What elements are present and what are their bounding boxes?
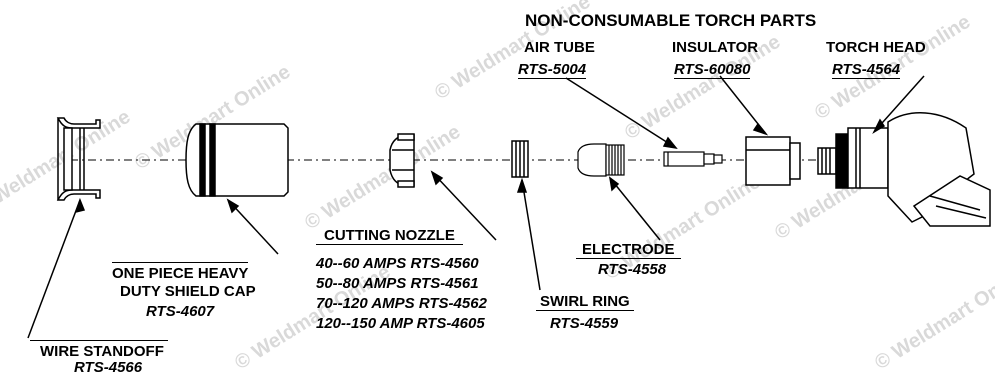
electrode-part-number: RTS-4558 [598,261,667,278]
swirl-ring-name: SWIRL RING [536,294,634,311]
wire-standoff-part-number: RTS-4566 [74,359,143,376]
swirl-ring-drawing [511,140,529,178]
watermark-text: © Weldmart Online [871,261,995,374]
torch-head-drawing [817,112,991,227]
section-title: NON-CONSUMABLE TORCH PARTS [525,11,817,30]
insulator-part-number: RTS-60080 [674,61,751,79]
shield-cap-name-line2: DUTY SHIELD CAP [120,283,256,300]
wire-standoff-name: WIRE STANDOFF [30,340,168,359]
air-tube-name: AIR TUBE [524,39,595,56]
electrode-drawing [577,143,625,177]
cutting-nozzle-variant: 40--60 AMPS RTS-4560 [316,255,479,272]
torch-head-name: TORCH HEAD [826,39,926,56]
wire-standoff-drawing [56,117,101,201]
shield-cap-name-line1: ONE PIECE HEAVY [112,262,249,281]
leader-cutting-nozzle [431,171,497,241]
leader-shield-cap [227,199,279,255]
leader-air-tube [565,77,677,149]
shield-cap-drawing [185,123,289,197]
air-tube-part-number: RTS-5004 [518,61,587,79]
leader-swirl-ring [521,179,541,291]
leader-lines [27,75,925,339]
insulator-name: INSULATOR [672,39,759,56]
cutting-nozzle-name: CUTTING NOZZLE [316,228,463,245]
insulator-drawing [745,136,801,186]
cutting-nozzle-variant: 50--80 AMPS RTS-4561 [316,275,479,292]
shield-cap-part-number: RTS-4607 [146,303,215,320]
leader-wire-standoff [27,199,81,339]
cutting-nozzle-variant: 70--120 AMPS RTS-4562 [316,295,487,312]
torch-head-part-number: RTS-4564 [832,61,901,79]
air-tube-drawing [663,151,723,167]
cutting-nozzle-variant: 120--150 AMP RTS-4605 [316,315,485,332]
leader-electrode [609,177,661,241]
electrode-name: ELECTRODE [576,242,681,259]
cutting-nozzle-drawing [389,133,415,188]
swirl-ring-part-number: RTS-4559 [550,315,619,332]
